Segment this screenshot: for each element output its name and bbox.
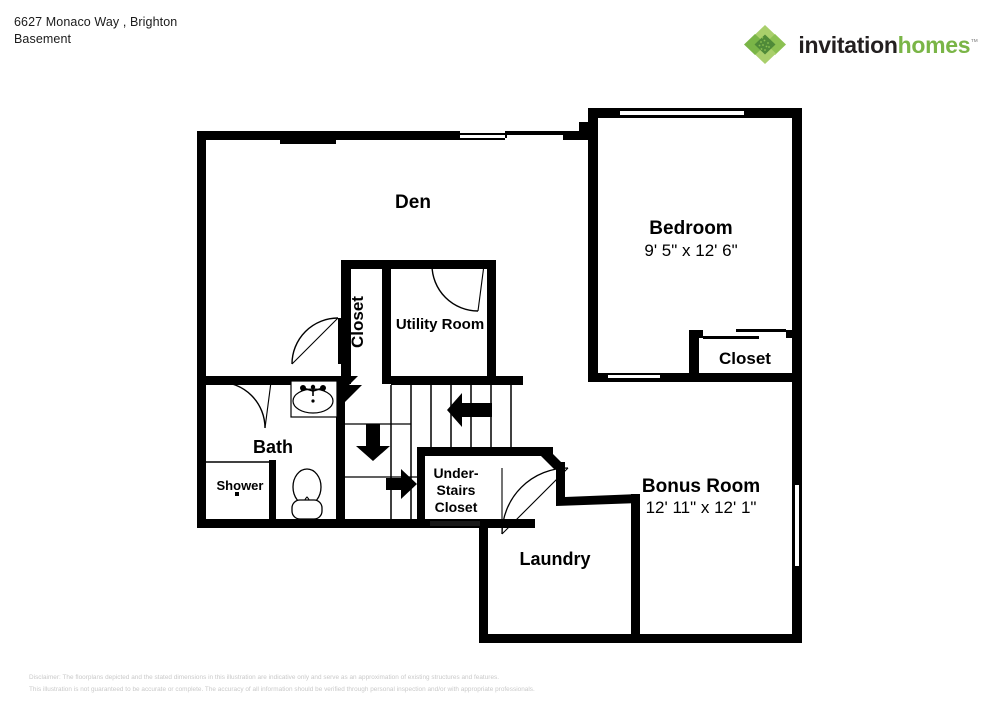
wall-shower-partition xyxy=(269,460,276,519)
wall-bedroom-left-nub xyxy=(579,122,589,131)
shower-drain xyxy=(235,492,239,496)
wall-bonus-angle2 xyxy=(556,494,640,506)
wall-closet-top xyxy=(341,260,496,269)
stair-arrow-down xyxy=(356,424,390,461)
wall-den-left xyxy=(197,131,206,383)
window-bedroom-top xyxy=(620,108,744,118)
window-den-top xyxy=(460,131,563,140)
wall-bonus-top xyxy=(425,447,553,456)
toilet-fixture xyxy=(291,468,323,520)
door-utility-room xyxy=(431,262,485,312)
room-label-shower: Shower xyxy=(217,478,264,493)
logo-trademark: ™ xyxy=(970,36,978,46)
room-dimensions-bonus-room: 12' 11" x 12' 1" xyxy=(646,498,757,517)
door-den-closet xyxy=(291,317,341,365)
wall-bath-right xyxy=(336,385,345,528)
room-label-understairs-3: Closet xyxy=(435,499,478,515)
room-label-bonus-room: Bonus Room xyxy=(642,476,760,497)
bath-fixtures xyxy=(235,380,338,520)
room-label-utility-room: Utility Room xyxy=(396,316,484,333)
wall-closet-right xyxy=(382,260,391,384)
wall-bonus-left-upper xyxy=(556,462,565,504)
wall-stairs-right xyxy=(417,447,425,519)
invitation-homes-diamond-logo-icon xyxy=(744,25,787,64)
disclaimer-line-2: This illustration is not guaranteed to b… xyxy=(29,685,535,693)
sink-fixture xyxy=(290,380,338,418)
door-header-laundry xyxy=(430,521,480,526)
room-label-closet: Closet xyxy=(348,296,367,348)
sliding-door-bedroom-closet xyxy=(703,329,786,339)
room-label-laundry: Laundry xyxy=(519,549,590,569)
wall-bedroom-top-right xyxy=(744,108,802,118)
room-label-bath: Bath xyxy=(253,437,293,457)
wall-laundry-left xyxy=(479,519,488,643)
room-label-bedroom: Bedroom xyxy=(649,218,732,239)
wall-den-top-beam xyxy=(280,137,336,144)
staircase xyxy=(345,385,523,519)
wall-bonus-right-upper xyxy=(792,373,802,485)
wall-den-top-right xyxy=(563,131,591,140)
stair-arrow-left xyxy=(447,393,492,427)
room-label-understairs-1: Under- xyxy=(433,465,478,481)
brand-logo: invitationhomes™ xyxy=(743,24,978,66)
logo-word-homes: homes xyxy=(897,31,971,58)
floor-level-label: Basement xyxy=(14,32,72,46)
wall-bedroom-left-upper xyxy=(588,108,598,130)
header-address-block: 6627 Monaco Way , Brighton Basement xyxy=(14,14,177,48)
wall-bonus-left xyxy=(631,494,640,643)
door-bath xyxy=(218,379,272,429)
wall-bedroom-right xyxy=(792,108,802,330)
wall-utility-right xyxy=(487,260,496,384)
room-dimensions-bedroom: 9' 5" x 12' 6" xyxy=(644,241,737,260)
wall-closet-bedroom-top-left xyxy=(689,330,703,338)
property-address: 6627 Monaco Way , Brighton xyxy=(14,15,178,29)
wall-laundry-nub xyxy=(526,519,535,528)
wall-bedroom-left xyxy=(588,130,598,382)
wall-den-top xyxy=(197,131,460,140)
wall-bedroom-top-left xyxy=(588,108,620,118)
room-labels: Den Bedroom 9' 5" x 12' 6" Closet Closet… xyxy=(217,192,772,569)
stair-arrow-right xyxy=(386,469,417,499)
wall-mid-horizontal-right xyxy=(391,376,523,385)
logo-word-invitation: invitation xyxy=(798,31,898,58)
disclaimer-line-1: Disclaimer: The floorplans depicted and … xyxy=(29,674,500,681)
wall-closet-left xyxy=(341,260,351,384)
room-label-understairs-2: Stairs xyxy=(437,482,476,498)
wall-closet-bedroom-right xyxy=(792,330,802,382)
wall-bedroom-bottom xyxy=(588,373,802,382)
disclaimer-block: Disclaimer: The floorplans depicted and … xyxy=(29,672,535,695)
wall-layer xyxy=(197,108,802,643)
wall-bottom-left xyxy=(197,519,526,528)
brand-logo-wordmark: invitationhomes™ xyxy=(798,31,978,58)
wall-bath-left xyxy=(197,376,206,528)
door-bonus-room xyxy=(501,467,569,535)
door-opening-bedroom xyxy=(608,375,660,378)
wall-closet-bedroom-left xyxy=(689,330,699,382)
room-label-bedroom-closet: Closet xyxy=(719,349,771,368)
wall-bonus-right-lower xyxy=(792,566,802,643)
room-label-den: Den xyxy=(395,192,431,213)
door-sill-bedroom xyxy=(608,378,660,380)
window-bonus-right xyxy=(792,485,802,566)
